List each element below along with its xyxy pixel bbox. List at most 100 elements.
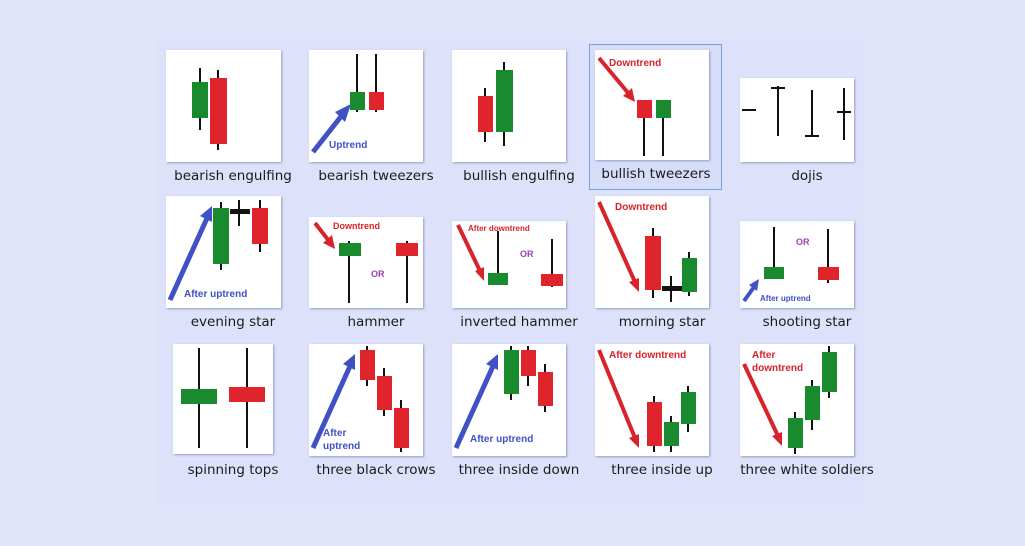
uptrend-arrow: [742, 285, 756, 303]
candlestick-illustration: After downtrend OR: [456, 224, 563, 287]
bearish-candle: [478, 96, 493, 132]
candlestick-illustration: Uptrend: [311, 54, 384, 154]
uptrend-label: Uptrend: [329, 140, 367, 151]
bearish-candle: [645, 236, 661, 290]
downtrend-label: Downtrend: [333, 221, 380, 231]
bullish-candle: [488, 273, 508, 285]
after-downtrend-label: After downtrend: [609, 350, 686, 361]
bullish-candle: [656, 100, 671, 118]
candlestick-illustration: [478, 62, 513, 146]
gallery-item-bearish-tweezers[interactable]: Uptrend bearish tweezers: [305, 46, 445, 196]
candlestick-illustration: [181, 348, 265, 448]
bullish-candle: [822, 352, 837, 392]
arrow-head: [629, 278, 639, 292]
thumbnail: After downtrend: [595, 344, 709, 456]
item-caption: bullish engulfing: [463, 168, 575, 184]
downtrend-label: Downtrend: [615, 202, 667, 213]
gallery-item-bullish-engulfing[interactable]: bullish engulfing: [448, 46, 588, 196]
gallery-item-evening-star[interactable]: After uptrend evening star: [162, 192, 302, 342]
bullish-candle: [181, 389, 217, 404]
bullish-candle: [496, 70, 513, 132]
candlestick-illustration: After uptrend: [453, 346, 553, 450]
candlestick-illustration: [742, 86, 851, 140]
item-caption: spinning tops: [187, 462, 279, 478]
gallery-item-shooting-star[interactable]: OR After uptrend shooting star: [736, 192, 876, 342]
downtrend-arrow: [597, 201, 637, 283]
item-caption: three inside up: [611, 462, 713, 478]
bullish-candle: [192, 82, 208, 118]
bullish-candle: [213, 208, 229, 264]
thumbnail: After uptrend: [166, 196, 281, 308]
downtrend-arrow: [313, 221, 331, 243]
uptrend-arrow: [311, 112, 345, 154]
item-caption: dojis: [791, 168, 823, 184]
bearish-candle: [396, 243, 418, 256]
thumbnail: [173, 344, 273, 454]
bearish-candle: [818, 267, 839, 280]
gallery-item-bullish-tweezers[interactable]: Downtrend bullish tweezers: [589, 44, 722, 190]
or-label: OR: [520, 249, 534, 259]
gallery-item-three-black-crows[interactable]: After uptrend three black crows: [305, 340, 445, 490]
item-caption: bearish engulfing: [174, 168, 292, 184]
gallery-item-inverted-hammer[interactable]: After downtrend OR inverted hammer: [448, 192, 588, 342]
item-caption: evening star: [190, 314, 276, 330]
bearish-candle: [377, 376, 392, 410]
item-caption: inverted hammer: [460, 314, 578, 330]
arrow-head: [323, 235, 335, 249]
downtrend-arrow: [597, 349, 637, 439]
gallery-item-three-inside-down[interactable]: After uptrend three inside down: [448, 340, 588, 490]
candlestick-illustration: Downtrend: [597, 201, 697, 302]
downtrend-arrow: [456, 224, 482, 272]
bullish-candle: [682, 258, 697, 292]
candlestick-illustration: After uptrend: [310, 346, 409, 452]
after-uptrend-label: After uptrend: [760, 294, 811, 303]
arrow-head: [749, 279, 759, 291]
downtrend-label: downtrend: [752, 363, 803, 374]
gallery-item-morning-star[interactable]: Downtrend morning star: [591, 192, 731, 342]
bearish-candle: [637, 100, 652, 118]
or-label: OR: [371, 269, 385, 279]
downtrend-label: Downtrend: [609, 58, 661, 69]
bullish-candle: [664, 422, 679, 446]
bearish-candle: [360, 350, 375, 380]
candlestick-illustration: OR After uptrend: [742, 227, 839, 303]
gallery-item-hammer[interactable]: Downtrend OR hammer: [305, 192, 445, 342]
item-caption: three black crows: [316, 462, 436, 478]
item-caption: bearish tweezers: [318, 168, 434, 184]
bearish-candle: [538, 372, 553, 406]
bullish-candle: [805, 386, 820, 420]
arrow-head: [629, 434, 639, 448]
candlestick-illustration: After uptrend: [167, 200, 268, 302]
downtrend-arrow: [597, 56, 631, 96]
after-uptrend-label: After uptrend: [470, 434, 533, 445]
bullish-candle: [681, 392, 696, 424]
uptrend-arrow: [453, 362, 497, 450]
candlestick-illustration: Downtrend OR: [313, 221, 418, 303]
bullish-candle: [788, 418, 803, 448]
gallery-item-three-white-soldiers[interactable]: After downtrend three white soldiers: [736, 340, 876, 490]
gallery-item-bearish-engulfing[interactable]: bearish engulfing: [162, 46, 302, 196]
bullish-candle: [504, 350, 519, 394]
doji-candle: [662, 286, 682, 291]
bullish-candle: [339, 243, 361, 256]
bearish-candle: [521, 350, 536, 376]
gallery-item-dojis[interactable]: dojis: [736, 46, 876, 196]
bearish-candle: [647, 402, 662, 446]
item-caption: three inside down: [458, 462, 580, 478]
candlestick-illustration: After downtrend: [742, 346, 837, 454]
thumbnail: After uptrend: [309, 344, 423, 456]
gallery-item-three-inside-up[interactable]: After downtrend three inside up: [591, 340, 731, 490]
gallery-item-spinning-tops[interactable]: spinning tops: [162, 340, 302, 490]
after-uptrend-label: After uptrend: [184, 289, 247, 300]
arrow-head: [623, 88, 635, 102]
after-downtrend-label: After downtrend: [468, 224, 530, 233]
thumbnail: Downtrend OR: [309, 217, 423, 308]
thumbnail: [740, 78, 854, 162]
bullish-candle: [764, 267, 784, 279]
thumbnail: After downtrend: [740, 344, 854, 456]
candlestick-illustration: [192, 68, 227, 150]
item-caption: hammer: [347, 314, 405, 330]
uptrend-arrow: [167, 214, 211, 302]
item-caption: bullish tweezers: [601, 166, 711, 182]
thumbnail: After downtrend OR: [452, 221, 566, 308]
